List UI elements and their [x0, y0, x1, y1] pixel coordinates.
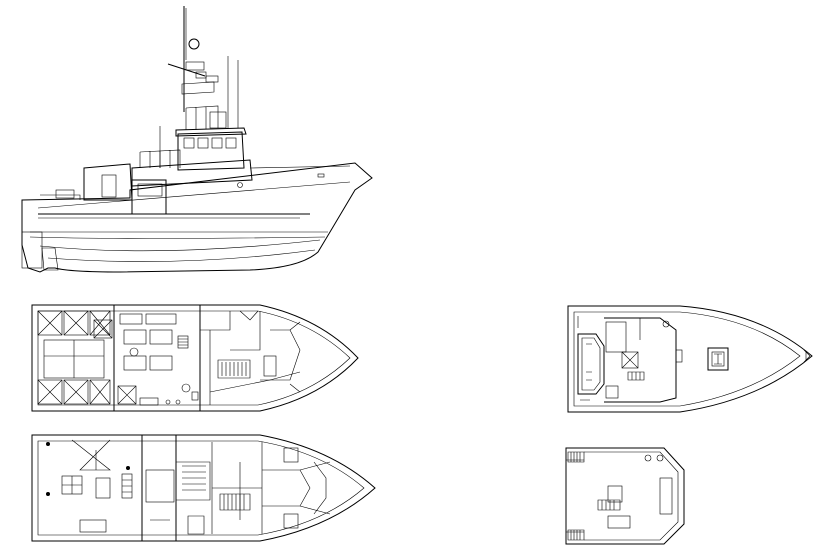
deckhouse	[131, 159, 253, 187]
side-elevation	[21, 6, 373, 273]
main-deck-outline	[31, 304, 359, 412]
upper-deck-plan	[565, 447, 685, 545]
lower-deck-inner-outline	[37, 440, 365, 536]
hull-sheer-line	[37, 181, 351, 209]
hull-bottom-line	[47, 249, 316, 262]
main-deck-bulkheads	[113, 305, 201, 411]
upper-deck-stairs	[567, 451, 585, 541]
flying-bridge-console	[209, 111, 227, 129]
radar-dome	[188, 38, 200, 50]
upper-deck-wings	[566, 459, 584, 533]
wheelhouse-window-2	[197, 137, 209, 149]
bow-fairlead	[803, 349, 811, 363]
wheelhouse-window-3	[211, 137, 223, 149]
wheelhouse-deck-outline	[567, 305, 813, 413]
main-deck-inner-outline	[37, 310, 351, 406]
lower-deck-plan	[31, 434, 376, 542]
radar-antenna	[185, 61, 205, 71]
lower-deck-cabins	[145, 442, 331, 535]
rudder	[41, 247, 59, 271]
hull-outline	[21, 162, 373, 273]
wheelhouse-roof	[175, 127, 247, 137]
wheelhouse-deck-aft-fittings	[577, 316, 590, 401]
flying-bridge-rail	[185, 105, 219, 130]
engine-room-machinery	[119, 313, 199, 406]
hull-boot-top	[29, 236, 326, 239]
lower-deck-outline	[31, 434, 376, 542]
wheelhouse-window-1	[183, 137, 195, 149]
wheelhouse	[177, 131, 245, 171]
rescue-boat	[577, 333, 605, 395]
wheelhouse-window-4	[225, 137, 237, 149]
porthole-icon	[237, 182, 243, 188]
mast-platform	[181, 81, 215, 95]
aft-winch	[55, 189, 75, 199]
upper-deck-inner-outline	[584, 451, 679, 541]
exhaust-casing	[83, 163, 133, 201]
aft-bulwark	[40, 194, 81, 200]
wheelhouse-superstructure	[604, 317, 683, 403]
searchlight	[195, 71, 207, 79]
lower-deck-bulkheads	[141, 435, 177, 541]
wheelhouse-deck-plan	[567, 305, 813, 413]
hull-chine-line	[39, 239, 321, 252]
deckhouse-aft-block	[131, 179, 167, 215]
wheelhouse-deck-inner-outline	[573, 311, 801, 407]
bow-rail	[249, 165, 351, 169]
deckhouse-rail	[139, 149, 181, 168]
antenna-mount	[205, 75, 219, 83]
towing-winch-area	[46, 439, 133, 533]
upper-deck-outline	[565, 447, 685, 545]
aft-deck-fittings	[37, 310, 137, 405]
deckhouse-window-block	[137, 183, 163, 197]
casing-door	[101, 174, 117, 198]
main-deck-plan	[31, 304, 359, 412]
hull-vent	[317, 173, 325, 178]
upper-deck-consoles	[597, 454, 673, 529]
forward-accommodation	[200, 310, 301, 405]
bow-winch	[707, 347, 729, 371]
